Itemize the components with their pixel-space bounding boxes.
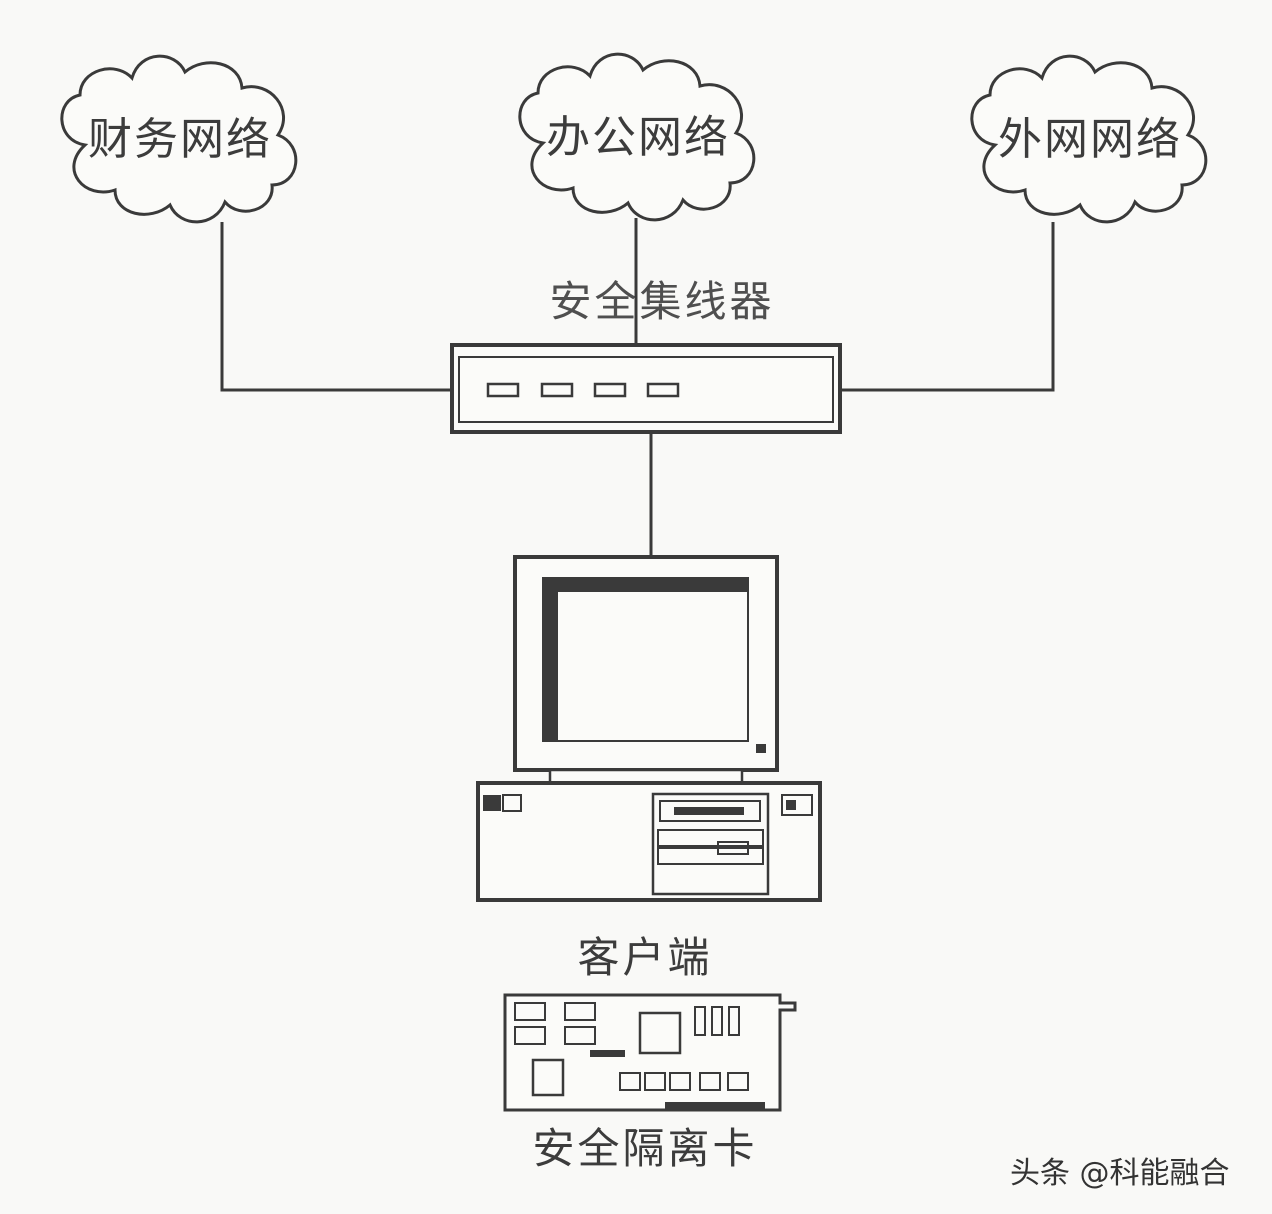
cloud-office-label: 办公网络 (546, 112, 730, 163)
cloud-finance-label: 财务网络 (88, 114, 272, 165)
card-label: 安全隔离卡 (532, 1124, 757, 1173)
hub-label: 安全集线器 (549, 277, 774, 326)
cloud-external-label: 外网网络 (998, 114, 1182, 165)
connection-lines (220, 218, 1055, 557)
hub-port-2 (540, 382, 574, 398)
watermark: 头条 @科能融合 (1010, 1156, 1230, 1191)
hub-port-4 (646, 382, 680, 398)
cloud-finance-network: 财务网络 (60, 54, 298, 224)
cloud-external-network: 外网网络 (970, 54, 1208, 224)
line-external-to-hub (840, 222, 1055, 392)
cloud-office-network: 办公网络 (518, 52, 756, 222)
line-finance-to-hub (220, 222, 452, 392)
security-hub-icon (450, 343, 842, 434)
client-label: 客户端 (577, 933, 712, 982)
client-computer-icon (476, 555, 822, 902)
hub-port-3 (593, 382, 627, 398)
security-isolation-card-icon (503, 993, 797, 1112)
hub-port-1 (486, 382, 520, 398)
